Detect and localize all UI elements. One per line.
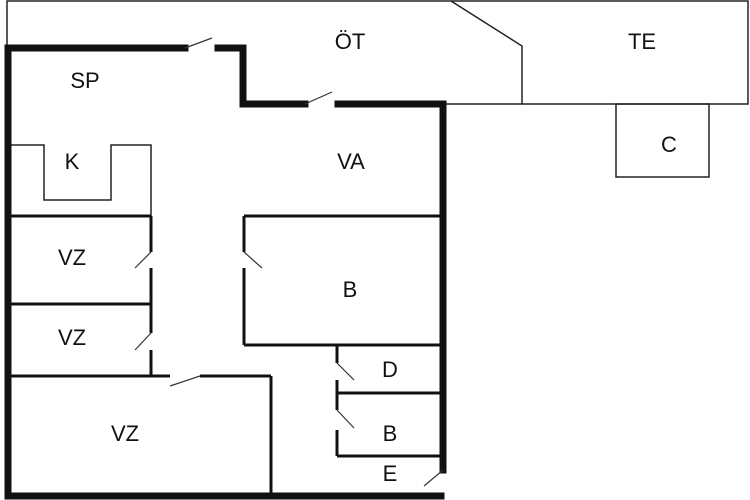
door-entrance-top: [184, 37, 213, 49]
room-c-outline: [615, 103, 710, 178]
door-b2: [336, 409, 355, 429]
door-b1: [243, 251, 263, 269]
door-e: [423, 469, 444, 487]
wall-top-right: [334, 100, 447, 474]
door-vz2: [134, 332, 152, 351]
room-label-vz-2: VZ: [58, 325, 86, 350]
door-ot: [304, 91, 333, 105]
room-label-va: VA: [337, 149, 365, 174]
wall-top-notch: [214, 44, 309, 108]
room-label-e: E: [383, 461, 398, 486]
door-vz1: [134, 251, 152, 269]
room-label-sp: SP: [70, 68, 99, 93]
room-labels: ÖT TE C SP K VA VZ VZ VZ B D B E: [58, 29, 677, 486]
door-swings: [134, 37, 444, 487]
room-label-vz-3: VZ: [111, 421, 139, 446]
terrace-ot-outline: [6, 0, 523, 105]
room-label-te: TE: [628, 29, 656, 54]
door-d: [336, 362, 355, 381]
room-label-k: K: [65, 149, 80, 174]
room-label-c: C: [661, 132, 677, 157]
room-label-vz-1: VZ: [58, 245, 86, 270]
terrace-outlines: [6, 0, 749, 178]
kitchen-counter: [11, 144, 152, 216]
wall-left-top: [4, 44, 445, 500]
door-vz3: [169, 375, 201, 387]
exterior-walls: [4, 44, 447, 500]
room-label-ot: ÖT: [335, 29, 366, 54]
room-label-d: D: [382, 357, 398, 382]
room-label-b-2: B: [383, 421, 398, 446]
interior-walls: [10, 214, 440, 494]
room-label-b-1: B: [343, 277, 358, 302]
